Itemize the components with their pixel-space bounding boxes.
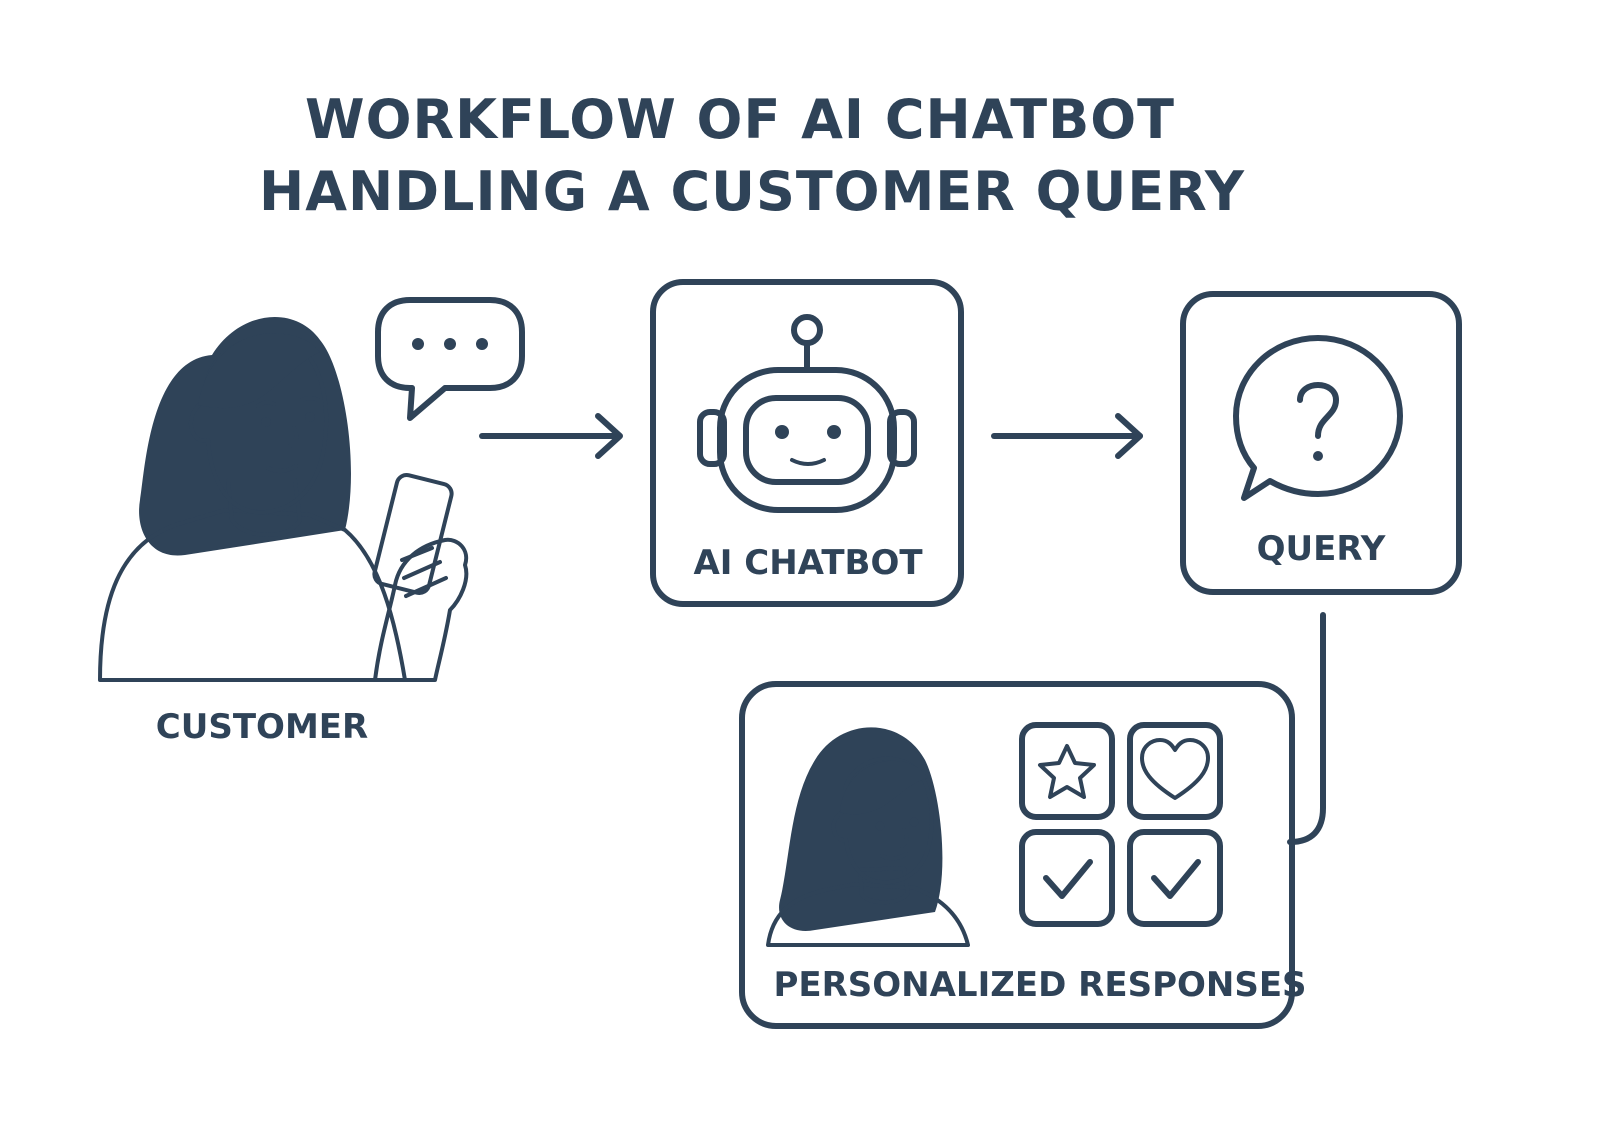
- typing-bubble-icon: [375, 297, 525, 421]
- robot-icon: [697, 314, 917, 513]
- question-bubble-icon: [1233, 335, 1403, 501]
- heart-icon: [1140, 738, 1210, 800]
- chatbot-node: AI CHATBOT: [650, 279, 964, 607]
- customer-node: CUSTOMER: [98, 297, 525, 747]
- check-icon: [1043, 859, 1093, 899]
- query-label: QUERY: [1257, 529, 1386, 569]
- woman-with-phone-icon: [98, 317, 469, 682]
- check-icon: [1151, 859, 1201, 899]
- star-icon: [1038, 744, 1096, 799]
- arrow-customer-to-chatbot: [479, 413, 623, 459]
- title-line-1: WORKFLOW OF AI CHATBOT: [305, 88, 1175, 151]
- responses-node: PERSONALIZED RESPONSES: [739, 681, 1307, 1029]
- connector-query-to-responses: [1287, 612, 1326, 845]
- query-box: [1180, 291, 1462, 595]
- arrow-chatbot-to-query: [991, 413, 1143, 459]
- chatbot-box: [650, 279, 964, 607]
- woman-avatar-icon: [766, 727, 970, 947]
- customer-label: CUSTOMER: [156, 707, 368, 747]
- response-tiles: [1019, 722, 1223, 927]
- tile-check-2: [1127, 829, 1223, 927]
- title-line-2: HANDLING A CUSTOMER QUERY: [259, 160, 1245, 223]
- tile-heart: [1127, 722, 1223, 820]
- tile-star: [1019, 722, 1115, 820]
- chatbot-label: AI CHATBOT: [693, 543, 923, 583]
- tile-check-1: [1019, 829, 1115, 927]
- responses-label: PERSONALIZED RESPONSES: [773, 965, 1306, 1005]
- query-node: QUERY: [1180, 291, 1462, 595]
- responses-box: [739, 681, 1295, 1029]
